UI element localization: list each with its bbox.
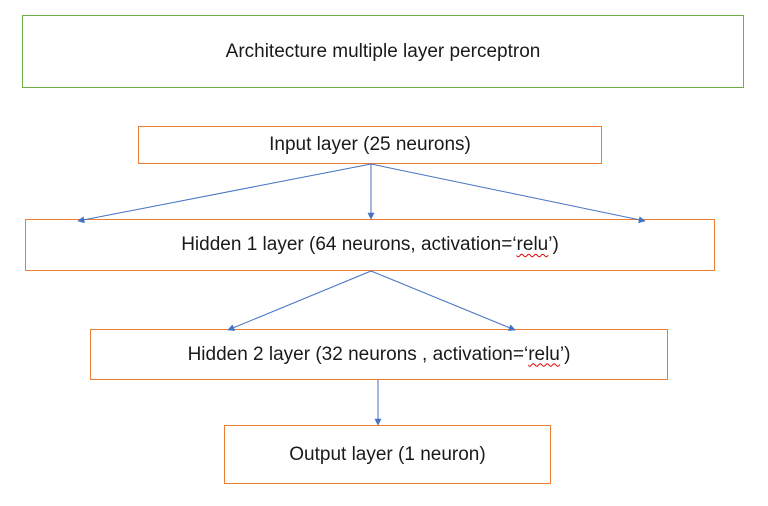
hidden-1-prefix: Hidden 1 layer (64 neurons, activation=‘ [181, 234, 517, 255]
hidden-1-activation: relu [516, 234, 549, 255]
input-layer-label: Input layer (25 neurons) [269, 134, 471, 155]
diagram-title-box: Architecture multiple layer perceptron [22, 15, 744, 88]
diagram-title: Architecture multiple layer perceptron [225, 40, 541, 62]
output-layer-label: Output layer (1 neuron) [289, 443, 486, 465]
hidden-2-layer-box: Hidden 2 layer (32 neurons , activation=… [90, 329, 668, 380]
hidden-1-suffix: ’) [548, 234, 559, 255]
arrow-input-to-hidden1-left [77, 163, 372, 224]
output-layer-box: Output layer (1 neuron) [224, 425, 551, 484]
hidden-1-layer-label: Hidden 1 layer (64 neurons, activation=‘… [181, 234, 559, 256]
hidden-2-layer-label: Hidden 2 layer (32 neurons , activation=… [188, 344, 571, 366]
hidden-2-suffix: ’) [559, 343, 571, 365]
hidden-2-activation: relu [528, 343, 560, 365]
hidden-1-layer-box: Hidden 1 layer (64 neurons, activation=‘… [25, 219, 715, 271]
arrow-hidden1-to-hidden2-left [227, 270, 372, 331]
arrow-hidden1-to-hidden2-right [370, 270, 516, 331]
arrow-input-to-hidden1-right [370, 163, 646, 224]
input-layer-box: Input layer (25 neurons) [138, 126, 602, 164]
hidden-2-prefix: Hidden 2 layer (32 neurons , activation=… [187, 343, 529, 365]
